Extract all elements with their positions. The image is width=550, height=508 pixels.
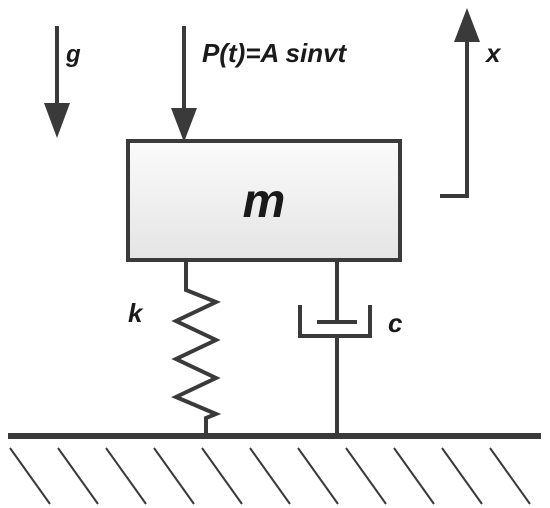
spring-label: k	[128, 298, 144, 328]
gravity-arrow	[44, 26, 70, 138]
damper-label: c	[388, 308, 403, 338]
force-arrow	[171, 26, 197, 142]
ground-hatching	[9, 447, 531, 505]
spring	[171, 260, 222, 436]
displacement-label: x	[484, 38, 502, 68]
mass-label: m	[243, 175, 286, 228]
gravity-label: g	[65, 41, 81, 68]
damper	[298, 260, 372, 436]
displacement-arrow	[440, 8, 480, 198]
mass-block	[126, 139, 402, 262]
force-label: P(t)=A sinvt	[202, 38, 348, 68]
